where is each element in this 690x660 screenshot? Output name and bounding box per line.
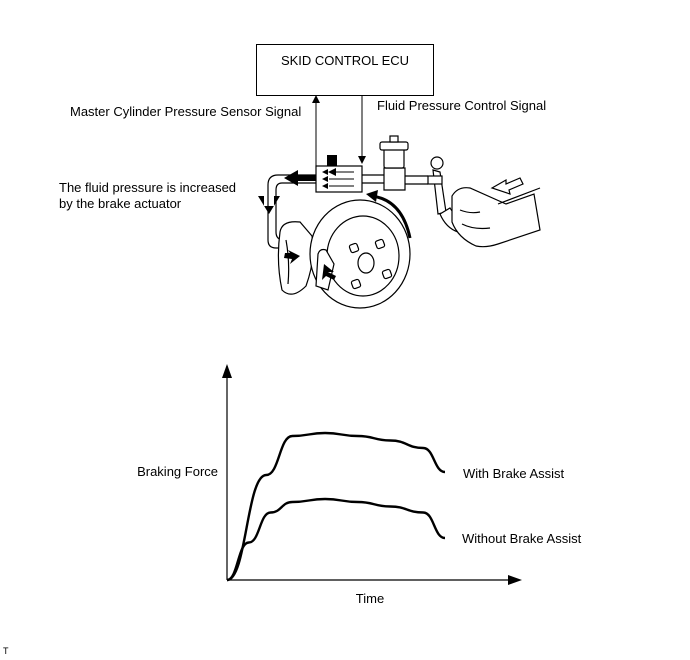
- pedal-press-arrow: [490, 177, 524, 195]
- series-line-without-brake-assist: [226, 497, 446, 582]
- series-line-with-brake-assist: [226, 431, 446, 582]
- y-axis-arrowhead: [222, 364, 232, 378]
- series-label-without-brake-assist: Without Brake Assist: [462, 531, 582, 546]
- brake-actuator: [315, 155, 363, 193]
- actuator-note-line2: by the brake actuator: [59, 196, 182, 211]
- master-cylinder: [379, 135, 409, 169]
- x-axis-arrowhead: [508, 575, 522, 585]
- driver-foot: [451, 187, 541, 248]
- footer-mark: T: [3, 646, 9, 656]
- skid-control-ecu-label: SKID CONTROL ECU: [280, 53, 410, 68]
- y-axis-label: Braking Force: [137, 464, 218, 479]
- fluid-pressure-control-signal-label: Fluid Pressure Control Signal: [377, 98, 547, 113]
- series-label-with-brake-assist: With Brake Assist: [463, 466, 565, 481]
- actuator-note-line1: The fluid pressure is increased: [59, 180, 237, 195]
- pressure-arrows: [258, 170, 336, 280]
- skid-control-ecu-box: SKID CONTROL ECU: [256, 44, 434, 96]
- x-axis-label: Time: [356, 591, 384, 606]
- rotation-arrow: [366, 190, 412, 239]
- master-cylinder-signal-label: Master Cylinder Pressure Sensor Signal: [70, 104, 302, 119]
- signal-lines: [312, 95, 366, 166]
- brake-disc-rotor: [277, 199, 411, 309]
